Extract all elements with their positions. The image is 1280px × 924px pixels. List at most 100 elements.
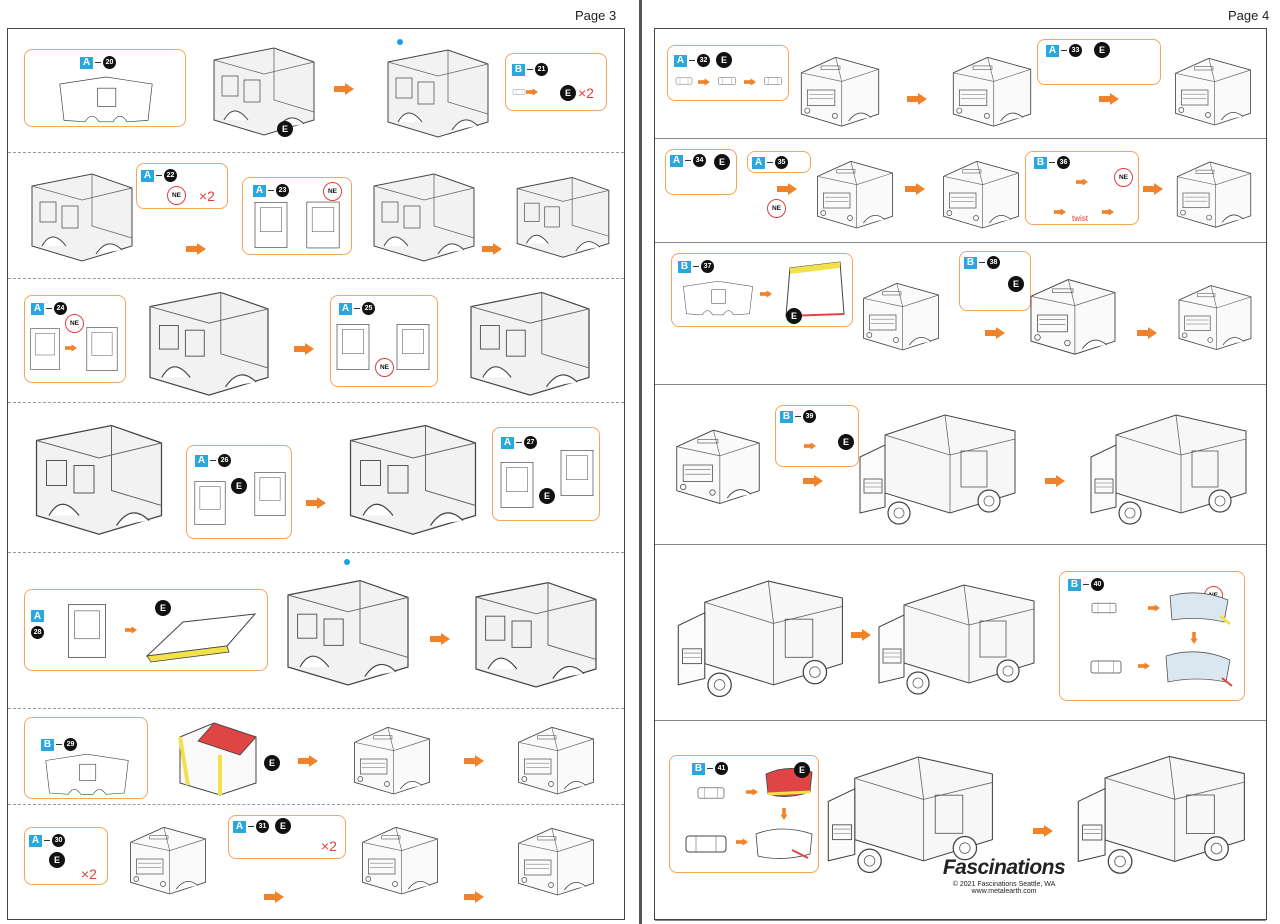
step-arrow: [736, 838, 748, 846]
callout-step-39: B 39 E: [775, 405, 859, 467]
cab-front-assembly: [663, 405, 773, 525]
step-tag-21: B 21: [512, 63, 548, 76]
callout-step-30: A 30 E ×2: [24, 827, 108, 885]
step-row-41: B 41 E: [655, 721, 1266, 921]
step-number: 25: [362, 302, 375, 315]
cargo-body-assembly: [24, 411, 174, 545]
sheet-label: A: [80, 56, 93, 69]
cab-front-assembly: [785, 47, 895, 133]
step-arrow: [804, 442, 816, 450]
door-panel-part: [301, 198, 345, 252]
cab-front-assembly: [342, 717, 442, 801]
tab-dot: [397, 39, 403, 45]
step-tag-36: B 36: [1034, 156, 1070, 169]
sheet-label: A: [31, 302, 44, 315]
step-number: 32: [697, 54, 710, 67]
window-panel-folded: [393, 316, 433, 378]
step-tag-23: A 23: [253, 184, 289, 197]
step-number: 35: [775, 156, 788, 169]
quantity-label: ×2: [199, 188, 215, 204]
roof-panel-part: [47, 600, 127, 662]
page-label: Page 4: [1228, 8, 1270, 23]
step-number: 31: [256, 820, 269, 833]
step-tag-39: B 39: [780, 410, 816, 423]
cab-front-result: [506, 717, 606, 801]
step-tag-29: B 29: [41, 738, 77, 751]
step-tag-33: A 33: [1046, 44, 1082, 57]
step-arrow: [1045, 475, 1065, 487]
step-number: 23: [276, 184, 289, 197]
window-panel-folded: [557, 436, 597, 510]
sheet-label: B: [678, 260, 691, 273]
step-row-29: B 29 E: [8, 709, 624, 805]
tab-dot: [344, 559, 350, 565]
cargo-body-result: [508, 161, 618, 271]
callout-step-21: B 21 E ×2: [505, 53, 607, 111]
grille-result: [760, 70, 786, 92]
fold-e-badge: E: [275, 818, 291, 834]
step-arrow: [1099, 93, 1119, 105]
step-arrow: [851, 629, 871, 641]
page-4: Page 4 A 32 E A 33: [642, 0, 1280, 924]
fold-e-badge: E: [838, 434, 854, 450]
sheet-label: B: [964, 256, 977, 269]
step-row-40: B 40 NE: [655, 545, 1266, 721]
cab-front-result: [1167, 257, 1263, 375]
step-arrow: [1148, 604, 1160, 612]
step-number: 20: [103, 56, 116, 69]
step-tag-35: A 35: [752, 156, 788, 169]
fold-e-badge: E: [155, 600, 171, 616]
callout-step-32: A 32 E: [667, 45, 789, 101]
step-tag-27: A 27: [501, 436, 537, 449]
truck-assembly: [871, 565, 1047, 705]
cargo-body-assembly: [204, 35, 324, 145]
window-panel-part: [27, 318, 63, 380]
fold-e-badge: E: [560, 85, 576, 101]
callout-step-34: A 34 E: [665, 149, 737, 195]
callout-step-23: A 23 NE: [242, 177, 352, 255]
cab-front-assembly: [937, 47, 1047, 133]
no-etch-badge: NE: [65, 314, 84, 333]
sheet-label: B: [692, 762, 705, 775]
step-row-39: B 39 E: [655, 385, 1266, 545]
step-arrow: [1138, 662, 1150, 670]
cargo-body-assembly: [134, 283, 284, 401]
step-number: 37: [701, 260, 714, 273]
cargo-body-assembly: [22, 161, 142, 271]
fold-e-badge: E: [1008, 276, 1024, 292]
step-tag-26: A 26: [195, 454, 231, 467]
truck-cab-and-body: [845, 395, 1035, 535]
fold-e-badge: E: [1094, 42, 1110, 58]
instruction-frame: A 32 E A 33 E: [654, 28, 1267, 921]
fold-e-badge: E: [786, 308, 802, 324]
step-number: 38: [987, 256, 1000, 269]
no-etch-badge: NE: [167, 186, 186, 205]
step-arrow: [1102, 208, 1114, 216]
brand-logo: Fascinations: [942, 856, 1066, 879]
step-tag-40: B 40: [1068, 578, 1104, 591]
sheet-label: A: [501, 436, 514, 449]
callout-step-28: A 28 E: [24, 589, 268, 671]
callout-step-31: A 31 E ×2: [228, 815, 346, 859]
cargo-body-assembly: [338, 411, 488, 545]
step-arrow: [334, 83, 354, 95]
step-number: 29: [64, 738, 77, 751]
cab-front-assembly: [168, 715, 268, 801]
bumper-folded: [1164, 586, 1234, 632]
window-panel-part: [497, 452, 537, 518]
cab-front-result: [1165, 151, 1263, 235]
sheet-label: A: [31, 610, 44, 622]
callout-step-37: B 37 E: [671, 253, 853, 327]
flat-panel-part: [31, 70, 181, 126]
window-panel-folded: [83, 318, 121, 380]
instruction-frame: A 20 E B 21 E ×2: [7, 28, 625, 920]
cab-front-result: [1163, 47, 1263, 133]
window-panel-part: [191, 472, 229, 534]
brand-url: www.metalearth.com: [971, 888, 1037, 895]
step-arrow: [744, 78, 756, 86]
cab-front-assembly: [931, 151, 1031, 235]
step-number: 26: [218, 454, 231, 467]
step-arrow: [464, 891, 484, 903]
step-arrow: [482, 243, 502, 255]
rear-bumper-part: [676, 780, 746, 806]
